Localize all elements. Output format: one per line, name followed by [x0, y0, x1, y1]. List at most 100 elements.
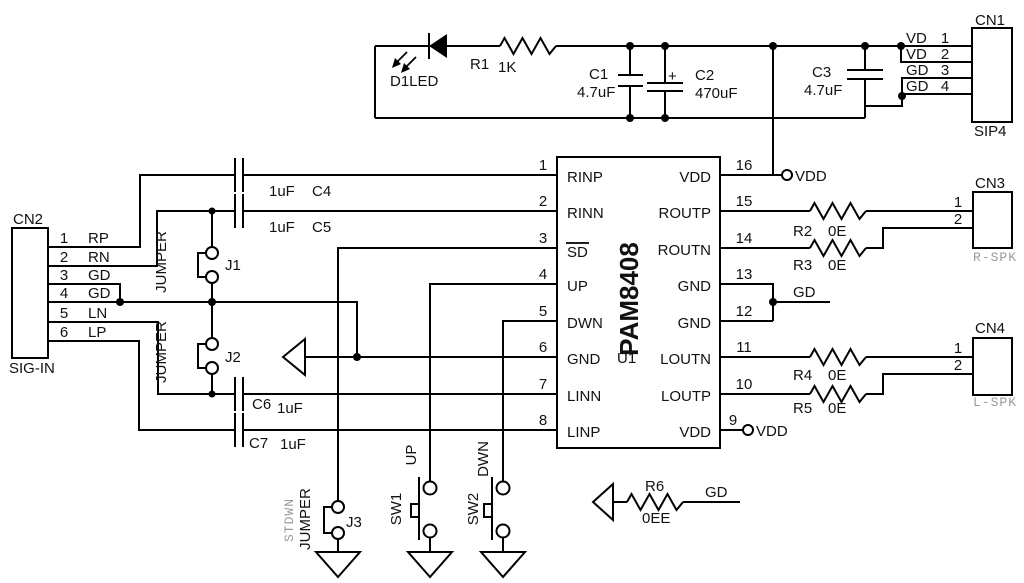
ic-pin-rinp-label: RINP — [567, 169, 603, 186]
cn1-ref: CN1 — [975, 12, 1005, 29]
ic-pin-gnd12-label: GND — [678, 315, 712, 332]
vdd-net-label-pin9: VDD — [756, 423, 788, 440]
c7-ref: C7 — [249, 435, 268, 452]
control-wires — [305, 247, 740, 552]
ic-pin-gnd6-label: GND — [567, 351, 601, 368]
c6-value: 1uF — [277, 400, 303, 417]
ic-pin-loutn-label: LOUTN — [660, 351, 711, 368]
c2-polarity-mark: + — [668, 68, 677, 85]
ic-pin12-num: 12 — [736, 303, 753, 320]
junction-dot — [626, 42, 634, 50]
cn2-pin1-num: 1 — [60, 230, 68, 247]
cn1-connector-box — [971, 27, 1013, 123]
cn1-footprint: SIP4 — [974, 123, 1007, 140]
r2-value: 0E — [828, 223, 846, 240]
c1-value: 4.7uF — [577, 84, 615, 101]
junction-dot — [626, 114, 634, 122]
c5-ref: C5 — [312, 219, 331, 236]
ic-pin3-num: 3 — [539, 230, 547, 247]
cap-c2-symbol — [647, 82, 683, 92]
ic-pin8-num: 8 — [539, 412, 547, 429]
junction-dot — [208, 207, 216, 215]
cn4-connector-box — [972, 337, 1013, 396]
jumper-j1-bracket — [197, 252, 206, 278]
c2-value: 470uF — [695, 85, 738, 102]
cn3-pin2-num: 2 — [954, 211, 962, 228]
ground-triangle-sw1 — [405, 551, 455, 579]
cn2-pin5-name: LN — [88, 305, 107, 322]
cn1-pin2-name: VD — [906, 46, 927, 63]
r6-net-label: GD — [705, 484, 728, 501]
c3-value: 4.7uF — [804, 82, 842, 99]
sw1-signal-label: UP — [403, 445, 420, 466]
ic-pin-rinn-label: RINN — [567, 205, 604, 222]
jumper-j1-pin-top — [205, 246, 219, 260]
jumper-j2-bracket — [197, 343, 206, 369]
ic-pin6-num: 6 — [539, 339, 547, 356]
ic-ref: U1 — [617, 350, 636, 367]
junction-dots — [116, 42, 906, 398]
jumper-j1-pin-bottom — [205, 270, 219, 284]
r5-value: 0E — [828, 400, 846, 417]
resistor-r4-symbol — [809, 346, 867, 368]
led-emission-arrowhead-1 — [401, 63, 410, 73]
ic-pin15-num: 15 — [736, 193, 753, 210]
junction-dot — [208, 390, 216, 398]
ic-pin-routn-label: ROUTN — [658, 242, 711, 259]
cn2-pin2-num: 2 — [60, 249, 68, 266]
cap-c4-symbol — [234, 158, 244, 192]
input-side-wires — [48, 174, 557, 431]
vdd-terminal-pin9 — [742, 424, 754, 436]
cn2-label: SIG-IN — [9, 360, 55, 377]
ic-pin7-num: 7 — [539, 376, 547, 393]
vdd-net-label-pin16: VDD — [795, 168, 827, 185]
cap-c1-symbol — [618, 74, 643, 87]
sw2-ref: SW2 — [465, 493, 482, 526]
c3-ref: C3 — [812, 64, 831, 81]
sw2-actuator-bar — [483, 477, 493, 540]
ic-pin-routp-label: ROUTP — [659, 205, 712, 222]
sw1-ref: SW1 — [388, 493, 405, 526]
cn1-pin3-num: 3 — [941, 62, 949, 79]
r5-ref: R5 — [793, 400, 812, 417]
j1-ref: J1 — [225, 257, 241, 274]
j1-jumper-label: JUMPER — [153, 231, 170, 293]
resistor-r6-symbol — [626, 491, 684, 513]
jumper-j2-symbol — [197, 337, 219, 375]
j3-ref: J3 — [346, 514, 362, 531]
j3-jumper-label: JUMPER — [297, 488, 314, 550]
r6-value: 0EE — [642, 510, 670, 527]
ic-u1-box — [556, 156, 721, 449]
cn1-pin4-num: 4 — [941, 78, 949, 95]
cn2-pin4-num: 4 — [60, 285, 68, 302]
vdd-terminal-pin16 — [781, 169, 793, 181]
junction-dot — [897, 42, 905, 50]
r2-ref: R2 — [793, 223, 812, 240]
cn2-pin4-name: GD — [88, 285, 111, 302]
c4-ref: C4 — [312, 183, 331, 200]
led-triangle — [429, 34, 447, 58]
cn2-pin3-num: 3 — [60, 267, 68, 284]
ic-pin-dwn-label: DWN — [567, 315, 603, 332]
led-d1-symbol — [392, 33, 447, 73]
ground-triangle-sw2 — [478, 551, 528, 579]
cn2-pin1-name: RP — [88, 230, 109, 247]
junction-dot — [116, 298, 124, 306]
resistor-r3-symbol — [809, 237, 867, 259]
jumper-j1-symbol — [197, 246, 219, 284]
ic-pin16-num: 16 — [736, 157, 753, 174]
jumper-j2-pin-top — [205, 337, 219, 351]
cn2-ref: CN2 — [13, 211, 43, 228]
cn1-pin4-name: GD — [906, 78, 929, 95]
ic-pin4-num: 4 — [539, 266, 547, 283]
ic-pin-linp-label: LINP — [567, 424, 600, 441]
junction-dot — [898, 92, 906, 100]
c2-ref: C2 — [695, 67, 714, 84]
c6-ref: C6 — [252, 396, 271, 413]
cn3-ref: CN3 — [975, 175, 1005, 192]
ic-pin1-num: 1 — [539, 157, 547, 174]
j2-jumper-label: JUMPER — [153, 321, 170, 383]
sw1-pin-top — [422, 480, 438, 496]
junction-dot — [353, 353, 361, 361]
